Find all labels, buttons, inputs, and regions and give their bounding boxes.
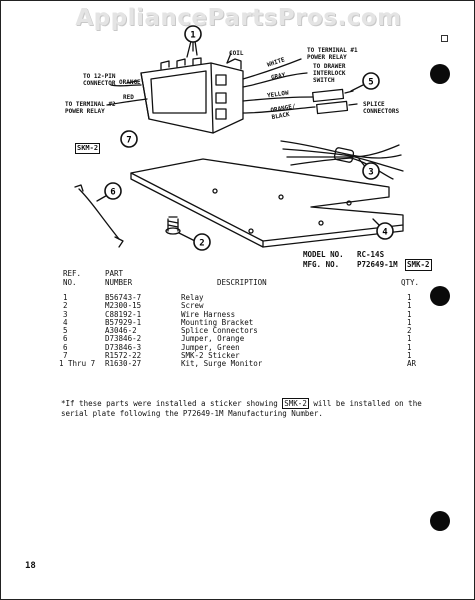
mfg-smk-badge: SMK-2 [405,259,432,271]
qty-cell: 1 [407,334,412,344]
callout-1: 1 [184,25,202,43]
relay-part [140,40,244,134]
callout-6: 6 [104,182,122,200]
qty-cell: 1 [407,317,412,327]
label-skm-2-tag: SKM-2 [75,143,101,154]
part-number-cell: B57929-1 [105,317,142,327]
label-to-terminal-1: TO TERMINAL #1 POWER RELAY [307,47,358,61]
watermark: AppliancePartsPros.com [75,5,402,31]
qty-cell: 1 [407,342,412,352]
description-cell: Jumper, Green [181,342,240,352]
table-row: 1 B56743-7 Relay 1 [63,293,423,302]
footnote: *If these parts were installed a sticker… [61,398,433,419]
table-row: 3 C88192-1 Wire Harness 1 [63,309,423,319]
qty-cell: 1 [407,351,412,361]
screw-part [165,216,181,235]
qty-cell: 1 [407,309,412,319]
table-row: 1 Thru 7 R1630-27 Kit, Surge Monitor AR [59,359,423,369]
mfg-number-value: P72649-1M [357,260,398,269]
callout-2: 2 [193,233,211,251]
callout-4: 4 [376,222,394,240]
svg-text:2: 2 [199,239,204,249]
label-orange: ORANGE [119,79,141,86]
ref-cell: 2 [63,301,68,311]
ref-cell: 6 [63,342,68,352]
table-row: 7 R1572-22 SMK-2 Sticker 1 [63,351,423,361]
description-cell: Wire Harness [181,309,236,319]
callout-5: 5 [362,72,380,90]
qty-cell: 2 [407,326,412,336]
description-cell: Kit, Surge Monitor [181,359,263,369]
page-number: 18 [25,561,36,571]
qty-cell: 1 [407,301,412,311]
part-number-cell: R1572-22 [105,351,142,361]
mounting-bracket-part [130,158,404,248]
header-description: DESCRIPTION [217,278,267,287]
svg-text:1: 1 [190,31,195,41]
jumper-part [74,184,124,248]
label-splice-connectors: SPLICE CONNECTORS [363,101,400,115]
ref-cell: 7 [63,351,68,361]
qty-cell: 1 [407,293,412,302]
punch-hole-bottom [430,511,450,531]
part-number-cell: M2300-15 [105,301,142,311]
description-cell: Mounting Bracket [181,317,254,327]
mfg-number-label: MFG. NO. [303,260,340,269]
model-number-value: RC-14S [357,250,385,259]
label-to-drawer-interlock: TO DRAWER INTERLOCK SWITCH [313,63,346,84]
svg-text:3: 3 [368,168,373,178]
parts-list: 1 B56743-7 Relay 1 2 M2300-15 Screw 1 3 … [59,293,423,369]
wire-harness-part [280,140,404,180]
description-cell: Splice Connectors [181,326,258,336]
description-cell: SMK-2 Sticker [181,351,240,361]
label-to-terminal-2: TO TERMINAL #2 POWER RELAY [65,101,116,115]
ref-cell: 1 Thru 7 [59,359,96,369]
svg-text:6: 6 [110,188,115,198]
table-row: 2 M2300-15 Screw 1 [63,301,423,311]
callout-3: 3 [362,162,380,180]
splice-connectors-part [312,88,358,115]
exploded-diagram: 1 5 7 3 6 4 2 [74,25,404,251]
label-red: RED [123,94,134,101]
description-cell: Relay [181,293,204,302]
description-cell: Jumper, Orange [181,334,245,344]
ref-cell: 6 [63,334,68,344]
svg-text:4: 4 [382,228,388,238]
footnote-text-start: *If these parts were installed a sticker… [61,399,278,408]
table-row: 6 D73846-3 Jumper, Green 1 [63,342,423,352]
part-number-cell: C88192-1 [105,309,142,319]
description-cell: Screw [181,301,204,311]
footnote-text-end: will be installed on the serial plate fo… [61,399,422,418]
table-row: 6 D73846-2 Jumper, Orange 1 [63,334,423,344]
part-number-cell: D73846-3 [105,342,142,352]
header-ref-no: REF. NO. [63,269,82,287]
model-number-label: MODEL NO. [303,250,344,259]
part-number-cell: B56743-7 [105,293,142,302]
ref-cell: 4 [63,317,68,327]
svg-text:5: 5 [368,78,373,88]
label-to-12-pin-connector: TO 12-PIN CONNECTOR [83,73,116,87]
punch-hole-middle [430,286,450,306]
qty-cell: AR [407,359,417,369]
table-row: 4 B57929-1 Mounting Bracket 1 [63,317,423,327]
header-qty: QTY. [401,278,420,287]
ref-cell: 1 [63,293,68,302]
header-part-number: PART NUMBER [105,269,133,287]
registration-mark [441,35,448,42]
label-coil: COIL [229,50,244,57]
footnote-smk-badge: SMK-2 [282,398,309,409]
svg-text:7: 7 [126,136,131,146]
part-number-cell: A3046-2 [105,326,137,336]
part-number-cell: D73846-2 [105,334,142,344]
ref-cell: 3 [63,309,68,319]
part-number-cell: R1630-27 [105,359,142,369]
table-row: 5 A3046-2 Splice Connectors 2 [63,326,423,336]
ref-cell: 5 [63,326,68,336]
callout-7: 7 [120,130,138,148]
punch-hole-top [430,64,450,84]
